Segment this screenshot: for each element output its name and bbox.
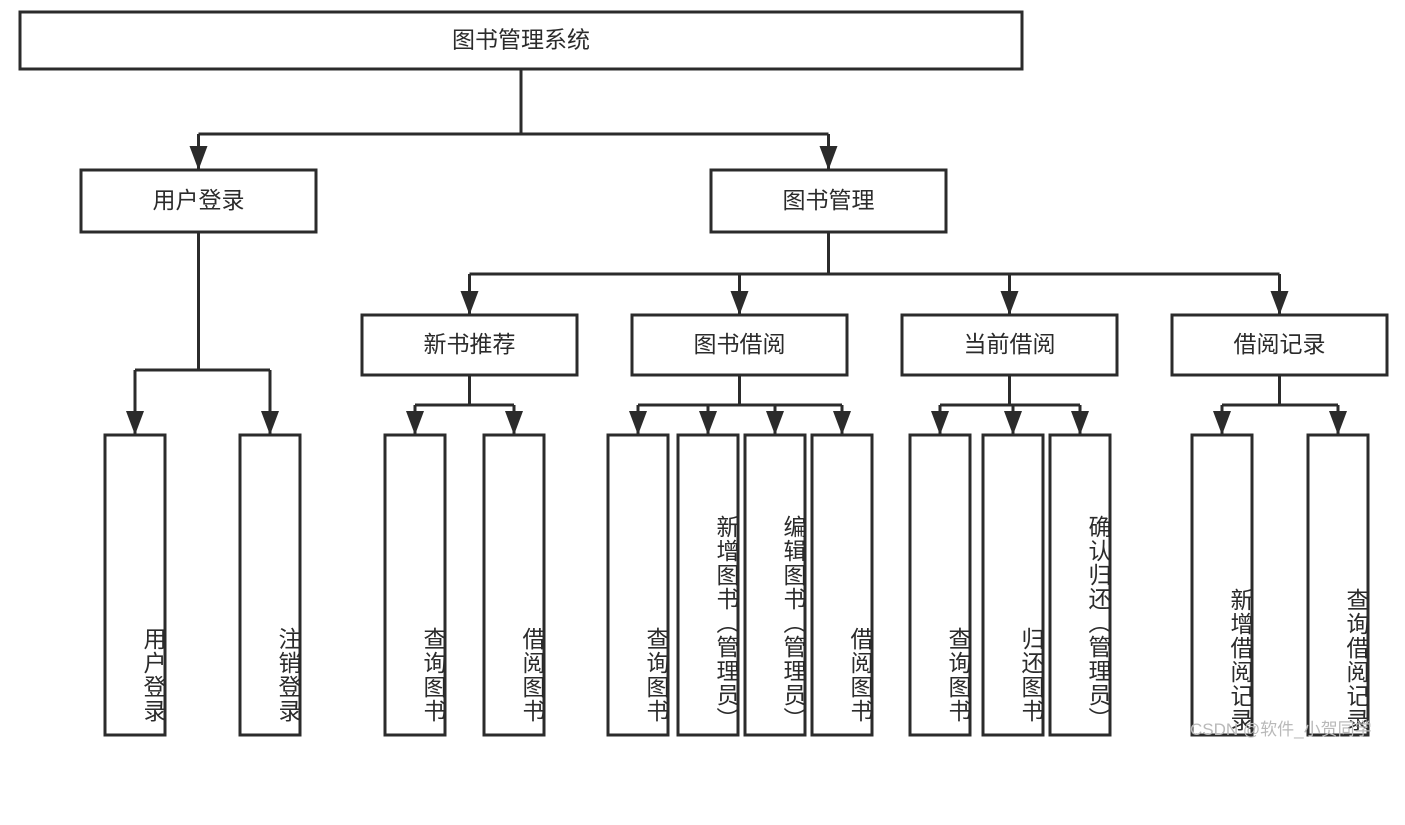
ul-arrow-0 [126,411,144,435]
l3-current-borrow-arrow-0 [931,411,949,435]
node-box-leaf-query-book-1[interactable] [383,433,447,737]
root-arrow-1 [819,146,838,170]
root-arrow-0 [189,146,208,170]
l3-book-borrow-arrow-2 [766,411,784,435]
l3-book-borrow-arrow-3 [833,411,851,435]
node-box-leaf-confirm-return[interactable] [1048,433,1112,737]
node-box-leaf-user-login[interactable] [103,433,167,737]
l3-new-book-recommend-arrow-0 [406,411,424,435]
l3-borrow-record-arrow-1 [1329,411,1347,435]
l3-current-borrow-arrow-2 [1071,411,1089,435]
node-box-leaf-query-book-2[interactable] [606,433,670,737]
node-box-user-login[interactable] [79,168,318,234]
l3-book-borrow-arrow-0 [629,411,647,435]
node-box-new-book-recommend[interactable] [360,313,579,377]
node-box-leaf-edit-book[interactable] [743,433,807,737]
node-box-root[interactable] [18,10,1024,71]
ul-arrow-1 [261,411,279,435]
node-label-root: 图书管理系统 [452,27,590,53]
node-box-current-borrow[interactable] [900,313,1119,377]
node-box-leaf-return-book[interactable] [981,433,1045,737]
node-box-book-management[interactable] [709,168,948,234]
bm-arrow-1 [730,291,749,315]
node-box-leaf-borrow-book-2[interactable] [810,433,874,737]
l3-current-borrow-arrow-1 [1004,411,1022,435]
bm-arrow-2 [1000,291,1019,315]
node-box-leaf-add-book[interactable] [676,433,740,737]
l3-borrow-record-arrow-0 [1213,411,1231,435]
l3-new-book-recommend-arrow-1 [505,411,523,435]
node-box-borrow-record[interactable] [1170,313,1389,377]
connectors-layer [126,69,1347,435]
node-label-borrow-record: 借阅记录 [1234,331,1326,357]
node-box-leaf-borrow-book-1[interactable] [482,433,546,737]
node-box-leaf-query-borrow-record[interactable] [1306,433,1370,737]
node-label-book-management: 图书管理 [783,187,875,213]
node-box-book-borrow[interactable] [630,313,849,377]
node-label-user-login: 用户登录 [153,187,245,213]
node-box-leaf-query-book-3[interactable] [908,433,972,737]
node-label-current-borrow: 当前借阅 [964,331,1056,357]
csdn-watermark: CSDN @软件_小贺同学 [1190,720,1372,739]
bm-arrow-0 [460,291,479,315]
node-label-new-book-recommend: 新书推荐 [424,331,516,357]
boxes-layer [18,10,1389,737]
bm-arrow-3 [1270,291,1289,315]
node-box-leaf-logout[interactable] [238,433,302,737]
node-box-leaf-add-borrow-record[interactable] [1190,433,1254,737]
l3-book-borrow-arrow-1 [699,411,717,435]
node-label-book-borrow: 图书借阅 [694,331,786,357]
tree-diagram: 图书管理系统用户登录图书管理新书推荐图书借阅当前借阅借阅记录 用户登录注销登录查… [18,10,1389,739]
